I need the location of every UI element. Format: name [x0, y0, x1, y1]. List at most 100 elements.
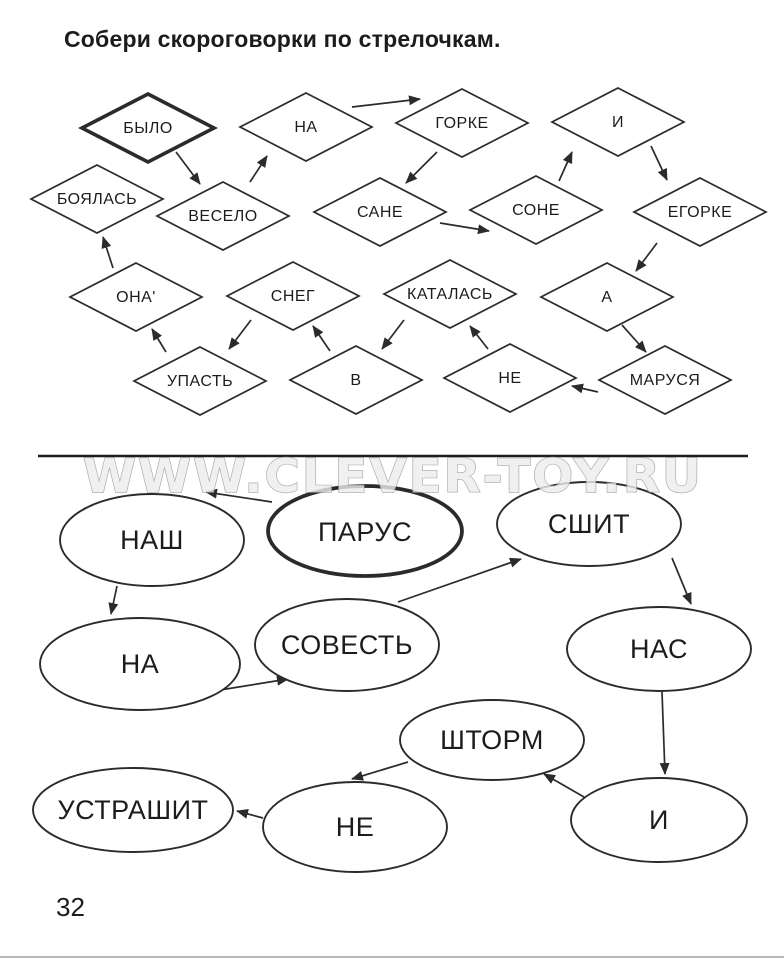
diamond-label: ОНА'	[116, 289, 156, 306]
arrow-line	[571, 383, 599, 394]
diamond-node-upast: УПАСТЬ	[132, 346, 268, 416]
arrow-line	[351, 761, 409, 781]
arrow-line	[219, 675, 289, 691]
arrow-line	[249, 155, 268, 183]
arrow-line	[228, 319, 252, 350]
oval-node-nas: НАС	[566, 606, 752, 692]
oval-shape	[496, 481, 682, 567]
oval-node-ne: НЕ	[262, 781, 448, 873]
diamond-node-bylo: БЫЛО	[78, 91, 218, 165]
oval-node-ustrashit: УСТРАШИТ	[32, 767, 234, 853]
diamond-shape	[29, 164, 165, 234]
diamond-node-marusya: МАРУСЯ	[597, 345, 733, 415]
oval-label: ШТОРМ	[440, 725, 544, 755]
diamond-node-v: В	[288, 345, 424, 415]
diamond-shape	[312, 177, 448, 247]
diamond-node-na: НА	[238, 92, 374, 162]
diamond-node-katalas: КАТАЛАСЬ	[382, 259, 518, 329]
diamond-node-sane: САНЕ	[312, 177, 448, 247]
arrow-line	[650, 145, 668, 181]
oval-shape	[399, 699, 585, 781]
oval-node-nash: НАШ	[59, 493, 245, 587]
diamond-shape	[132, 346, 268, 416]
oval-shape	[262, 781, 448, 873]
arrow-line	[671, 557, 692, 605]
diamond-shape	[394, 88, 530, 158]
diamond-label: В	[350, 372, 361, 389]
diamond-node-i: И	[550, 87, 686, 157]
arrow-line	[543, 773, 585, 798]
diamond-node-ne: НЕ	[442, 343, 578, 413]
diamond-shape	[550, 87, 686, 157]
arrow-line	[351, 95, 421, 108]
diamond-label: А	[601, 289, 612, 306]
diamond-node-egorke: ЕГОРКЕ	[632, 177, 768, 247]
diamond-shape	[442, 343, 578, 413]
oval-shape	[254, 598, 440, 692]
oval-label: СОВЕСТЬ	[281, 630, 413, 660]
oval-label: УСТРАШИТ	[57, 795, 208, 825]
diamond-label: СОНЕ	[512, 202, 560, 219]
arrow-line	[405, 151, 438, 184]
diamond-node-sone: СОНЕ	[468, 175, 604, 245]
arrow-line	[381, 319, 405, 350]
diamond-shape	[225, 261, 361, 331]
oval-shape	[59, 493, 245, 587]
diamond-shape	[78, 91, 218, 165]
diamond-label: НА	[294, 119, 317, 136]
arrow-line	[659, 691, 670, 775]
bottom-diagram-section: НАШ ПАРУС СШИТ НА СОВЕСТЬ НАС	[32, 481, 752, 873]
arrow-line	[236, 809, 264, 819]
diamond-shape	[382, 259, 518, 329]
diamond-label: МАРУСЯ	[630, 372, 701, 389]
diamond-shape	[288, 345, 424, 415]
oval-label: ПАРУС	[318, 517, 412, 547]
oval-node-parus: ПАРУС	[266, 484, 464, 578]
diamond-node-gorke: ГОРКЕ	[394, 88, 530, 158]
arrow-line	[558, 151, 573, 182]
diamond-node-boyalas: БОЯЛАСЬ	[29, 164, 165, 234]
oval-shape	[570, 777, 748, 863]
diamond-label: ГОРКЕ	[435, 115, 488, 132]
diamond-node-ona: ОНА'	[68, 262, 204, 332]
watermark-text: WWW.CLEVER-TOY.RU	[83, 449, 703, 503]
diamond-label: САНЕ	[357, 204, 403, 221]
diamond-label: КАТАЛАСЬ	[407, 286, 493, 303]
arrow-line	[312, 325, 331, 352]
arrow-line	[397, 557, 522, 603]
oval-label: НАС	[630, 634, 688, 664]
page-number: 32	[56, 892, 85, 922]
diamond-shape	[539, 262, 675, 332]
top-diagram-section: БЫЛО НА ГОРКЕ И БОЯЛАСЬ ВЕСЕЛО	[29, 87, 768, 416]
diamond-label: СНЕГ	[271, 288, 315, 305]
arrow-line	[151, 328, 167, 353]
oval-node-na: НА	[39, 617, 241, 711]
page-title: Собери скороговорки по стрелочкам.	[64, 26, 501, 52]
oval-shape	[39, 617, 241, 711]
arrow-line	[175, 151, 201, 185]
arrow-line	[108, 585, 119, 615]
diamond-shape	[632, 177, 768, 247]
diamond-label: УПАСТЬ	[167, 373, 233, 390]
diamond-label: ЕГОРКЕ	[668, 204, 733, 221]
diamond-shape	[468, 175, 604, 245]
oval-label: НЕ	[336, 812, 375, 842]
diamond-label: БЫЛО	[123, 120, 173, 137]
arrow-line	[621, 324, 647, 353]
arrow-line	[439, 222, 490, 235]
arrow-line	[101, 236, 114, 269]
diamond-label: НЕ	[498, 370, 521, 387]
oval-shape	[266, 484, 464, 578]
diamond-shape	[238, 92, 374, 162]
oval-label: НАШ	[120, 525, 184, 555]
oval-node-i: И	[570, 777, 748, 863]
oval-node-sshit: СШИТ	[496, 481, 682, 567]
diamond-label: БОЯЛАСЬ	[57, 191, 137, 208]
oval-node-shtorm: ШТОРМ	[399, 699, 585, 781]
diamond-shape	[68, 262, 204, 332]
oval-shape	[566, 606, 752, 692]
diamond-node-a: А	[539, 262, 675, 332]
oval-label: И	[649, 805, 669, 835]
